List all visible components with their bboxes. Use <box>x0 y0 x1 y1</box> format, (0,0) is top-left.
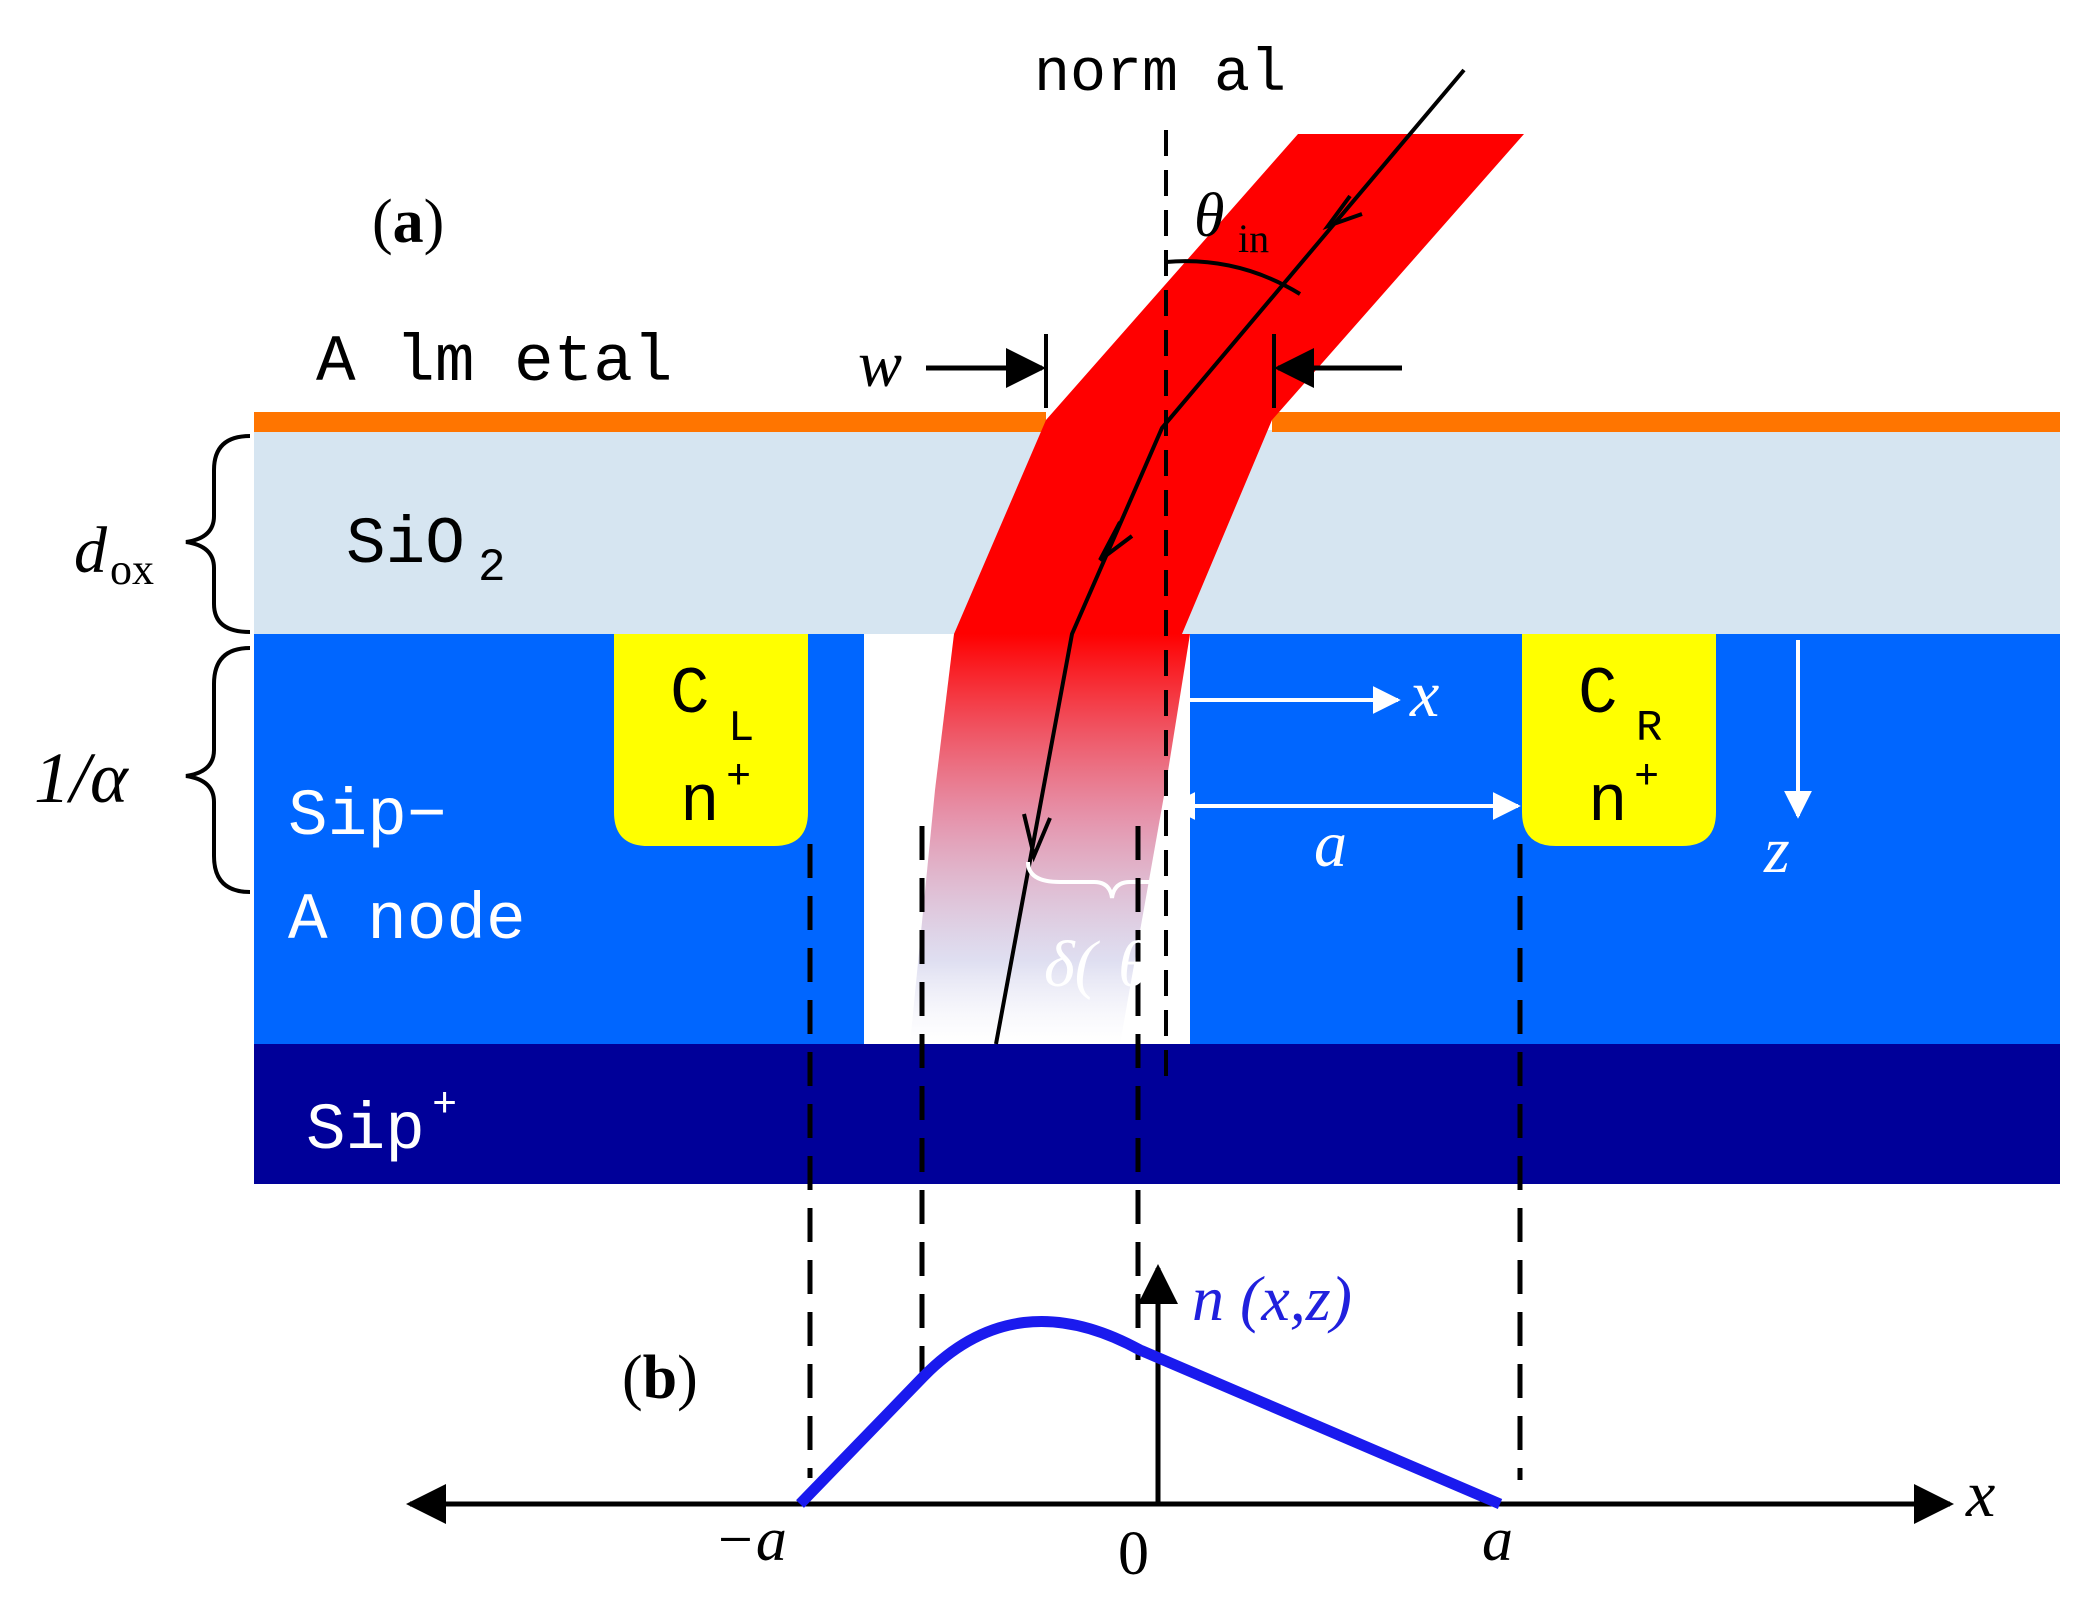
si-p-plus-label: Sip <box>306 1093 425 1168</box>
contact-right-subscript: R <box>1636 704 1662 754</box>
ray-arrow-2 <box>1098 521 1134 562</box>
alpha-brace <box>185 646 251 894</box>
contact-left-doping: n <box>680 765 720 840</box>
contact-left-subscript: L <box>728 704 754 754</box>
dox-label: d <box>74 514 108 587</box>
z-direction-label: z <box>1763 814 1790 887</box>
a-distance-label: a <box>1314 808 1347 881</box>
dox-brace <box>185 434 251 634</box>
sio2-label: SiO <box>346 507 465 582</box>
inv-alpha-label: 1/α <box>34 738 129 818</box>
si-p-plus-superscript: + <box>432 1081 457 1129</box>
al-metal-right <box>1272 412 2060 432</box>
anode-label: A node <box>288 883 526 958</box>
x-direction-label: x <box>1409 658 1439 731</box>
si-p-minus-label: Sip− <box>288 779 446 854</box>
panel-a-label: (a) <box>372 188 444 256</box>
al-metal-left <box>254 412 1046 432</box>
dox-subscript: ox <box>110 545 154 594</box>
contact-left <box>614 634 808 846</box>
normal-label: norm al <box>1034 41 1286 109</box>
theta-in-label: θ <box>1194 182 1224 250</box>
sio2-subscript: 2 <box>478 542 506 594</box>
light-beam-absorbed <box>910 634 1190 1044</box>
ray-arrow-1 <box>1322 194 1363 231</box>
density-profile-curve <box>796 1316 1503 1510</box>
tick-neg-a: −a <box>714 1506 787 1574</box>
contact-right <box>1522 634 1716 846</box>
light-beam <box>954 134 1524 634</box>
al-metal-label: A lm etal <box>316 325 672 400</box>
tick-a: a <box>1482 1506 1513 1574</box>
si-p-plus-layer <box>254 1044 2060 1184</box>
tick-zero: 0 <box>1118 1520 1149 1588</box>
panel-b-label: (b) <box>622 1344 698 1412</box>
theta-in-subscript: in <box>1238 216 1269 261</box>
contact-left-label: C <box>670 657 710 732</box>
contact-right-doping: n <box>1588 765 1628 840</box>
n-xz-label: n (x,z) <box>1192 1263 1352 1334</box>
delta-brace <box>1026 861 1182 899</box>
theta-arc <box>1165 259 1302 296</box>
contact-right-label: C <box>1578 657 1618 732</box>
delta-label: δ( <box>1044 928 1101 1001</box>
delta-label-tail: θ <box>1118 928 1150 1001</box>
contact-right-doping-sup: + <box>1634 753 1659 801</box>
axis-x-label: x <box>1965 1458 1995 1531</box>
ray-arrow-3 <box>1022 813 1052 863</box>
w-label: w <box>858 328 902 401</box>
contact-left-doping-sup: + <box>726 753 751 801</box>
